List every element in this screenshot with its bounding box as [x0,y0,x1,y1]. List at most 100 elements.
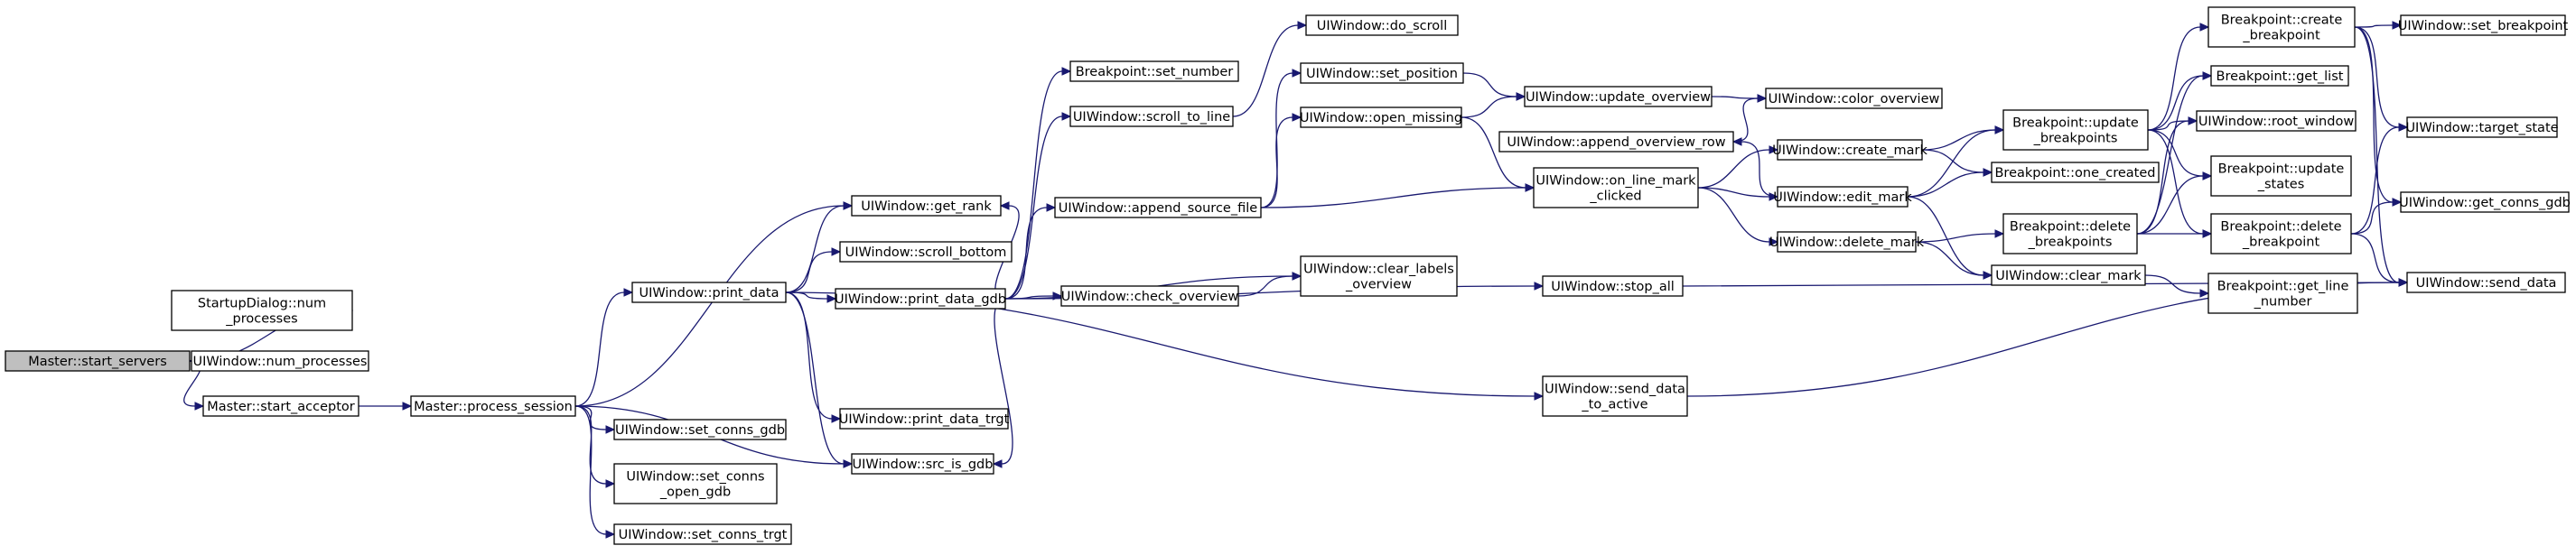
edge-n4-to-n9 [574,405,616,539]
node-uiwindow-get-rank[interactable]: UIWindow::get_rank [851,195,1002,217]
node-label: Breakpoint::one_created [1994,166,2155,180]
node-label: Master::start_servers [28,355,167,369]
node-breakpoint-set-number[interactable]: Breakpoint::set_number [1069,60,1239,82]
node-label: UIWindow::target_state [2405,121,2558,135]
node-label: Breakpoint::delete [2220,220,2341,235]
node-uiwindow-do-scroll[interactable]: UIWindow::do_scroll [1305,14,1459,36]
node-breakpoint-get-list[interactable]: Breakpoint::get_list [2210,65,2349,87]
node-label: UIWindow::set_position [1306,67,1458,81]
node-breakpoint-one-created[interactable]: Breakpoint::one_created [1991,162,2160,183]
node-uiwindow-append-source-file[interactable]: UIWindow::append_source_file [1054,197,1262,218]
edge-n39-to-n44 [2350,233,2409,287]
node-uiwindow-set-conns-open-gdb[interactable]: UIWindow::set_conns_open_gdb [613,463,778,504]
node-label: UIWindow::num_processes [193,355,368,369]
node-uiwindow-root-window[interactable]: UIWindow::root_window [2196,110,2357,132]
node-breakpoint-create-breakpoint[interactable]: Breakpoint::create_breakpoint [2207,6,2356,48]
node-uiwindow-set-breakpoint[interactable]: UIWindow::set_breakpoint [2398,14,2569,36]
node-label: _overview [1345,278,1412,292]
node-label: Breakpoint::get_line [2217,280,2349,294]
node-label: Master::start_acceptor [207,400,355,414]
node-label: UIWindow::create_mark [1772,143,1927,158]
edge-n6-to-n13 [785,291,842,423]
node-uiwindow-print-data-trgt[interactable]: UIWindow::print_data_trgt [839,408,1010,430]
node-box [839,408,1009,430]
node-box [1533,167,1699,208]
node-uiwindow-scroll-bottom[interactable]: UIWindow::scroll_bottom [839,241,1013,263]
node-label: _number [2254,295,2312,310]
node-uiwindow-set-conns-trgt[interactable]: UIWindow::set_conns_trgt [613,523,792,545]
node-box [1069,60,1239,82]
node-label: _breakpoints [2028,236,2113,250]
node-uiwindow-print-data[interactable]: UIWindow::print_data [631,282,787,303]
node-uiwindow-clear-labels-overview[interactable]: UIWindow::clear_labels_overview [1300,255,1458,297]
node-uiwindow-print-data-gdb[interactable]: UIWindow::print_data_gdb [835,288,1006,310]
edge-n20-to-n26 [1461,116,1535,192]
node-uiwindow-send-data[interactable]: UIWindow::send_data [2406,272,2566,293]
node-breakpoint-get-line-number[interactable]: Breakpoint::get_line_number [2207,273,2358,314]
node-box [191,350,369,372]
node-uiwindow-update-overview[interactable]: UIWindow::update_overview [1524,86,1713,107]
edge-n39-to-n43 [2350,198,2403,235]
node-box [2406,116,2558,138]
node-uiwindow-num-processes[interactable]: UIWindow::num_processes [191,350,369,372]
node-master-process-session[interactable]: Master::process_session [410,395,576,417]
node-box [613,523,792,545]
node-uiwindow-check-overview[interactable]: UIWindow::check_overview [1060,285,1239,307]
node-master-start-acceptor[interactable]: Master::start_acceptor [202,395,359,417]
node-label: _breakpoint [2242,29,2320,43]
node-breakpoint-update-breakpoints[interactable]: Breakpoint::update_breakpoints [2002,109,2149,151]
node-label: UIWindow::check_overview [1061,290,1239,304]
node-breakpoint-delete-breakpoints[interactable]: Breakpoint::delete_breakpoints [2002,213,2138,254]
node-label: UIWindow::set_conns_gdb [615,423,785,438]
node-uiwindow-append-overview-row[interactable]: UIWindow::append_overview_row [1498,131,1734,153]
node-uiwindow-scroll-to-line[interactable]: UIWindow::scroll_to_line [1069,106,1234,127]
node-label: UIWindow::color_overview [1769,92,1940,106]
edge-n12-to-n14 [1004,67,1072,300]
node-label: StartupDialog::num [198,297,326,311]
node-label: Breakpoint::delete [2010,220,2131,235]
node-box [1777,186,1909,208]
edge-n33-to-n38 [2136,171,2213,235]
node-label: UIWindow::root_window [2198,115,2355,129]
node-label: UIWindow::set_conns_trgt [619,528,788,542]
edge-n6-to-n12 [785,291,837,303]
node-uiwindow-get-conns-gdb[interactable]: UIWindow::get_conns_gdb [2399,191,2571,213]
node-uiwindow-set-position[interactable]: UIWindow::set_position [1300,62,1464,84]
node-uiwindow-create-mark[interactable]: UIWindow::create_mark [1772,139,1927,161]
node-uiwindow-on-line-mark-clicked[interactable]: UIWindow::on_line_mark_clicked [1533,167,1699,208]
node-uiwindow-edit-mark[interactable]: UIWindow::edit_mark [1773,186,1912,208]
edge-n3-to-n4 [358,402,413,411]
node-uiwindow-set-conns-gdb[interactable]: UIWindow::set_conns_gdb [613,419,787,440]
edge-n29-to-n25 [1731,137,1778,198]
edge-n26-to-n28 [1697,145,1779,189]
node-box [1765,88,1943,109]
node-uiwindow-clear-mark[interactable]: UIWindow::clear_mark [1991,264,2146,286]
node-uiwindow-send-data-to-active[interactable]: UIWindow::send_data_to_active [1542,375,1688,417]
node-box [1305,14,1459,36]
edge-n35-to-n44 [2354,26,2409,287]
node-uiwindow-color-overview[interactable]: UIWindow::color_overview [1765,88,1943,109]
node-label: UIWindow::edit_mark [1773,190,1912,205]
node-label: _breakpoint [2242,236,2320,250]
node-box [835,288,1006,310]
node-label: UIWindow::get_rank [861,199,992,214]
node-label: UIWindow::append_source_file [1059,201,1257,216]
node-uiwindow-target-state[interactable]: UIWindow::target_state [2405,116,2559,138]
node-uiwindow-open-missing[interactable]: UIWindow::open_missing [1300,106,1462,128]
node-master-start-servers[interactable]: Master::start_servers [5,350,191,372]
node-label: _states [2257,178,2305,192]
edge-n16-to-n20 [1260,113,1302,208]
node-box [1054,197,1262,218]
edge-n16-to-n26 [1260,183,1535,208]
node-startupdialog-num-processes[interactable]: StartupDialog::num_processes [171,290,353,331]
node-uiwindow-src-is-gdb[interactable]: UIWindow::src_is_gdb [851,453,994,475]
node-uiwindow-stop-all[interactable]: UIWindow::stop_all [1542,275,1684,297]
node-box [1777,231,1917,253]
node-label: UIWindow::append_overview_row [1507,135,1725,150]
node-uiwindow-delete-mark[interactable]: UIWindow::delete_mark [1769,231,1925,253]
node-breakpoint-delete-breakpoint[interactable]: Breakpoint::delete_breakpoint [2210,213,2352,254]
node-breakpoint-update-states[interactable]: Breakpoint::update_states [2210,155,2352,197]
node-box [1777,139,1923,161]
node-box [839,241,1013,263]
node-box [2207,6,2356,48]
